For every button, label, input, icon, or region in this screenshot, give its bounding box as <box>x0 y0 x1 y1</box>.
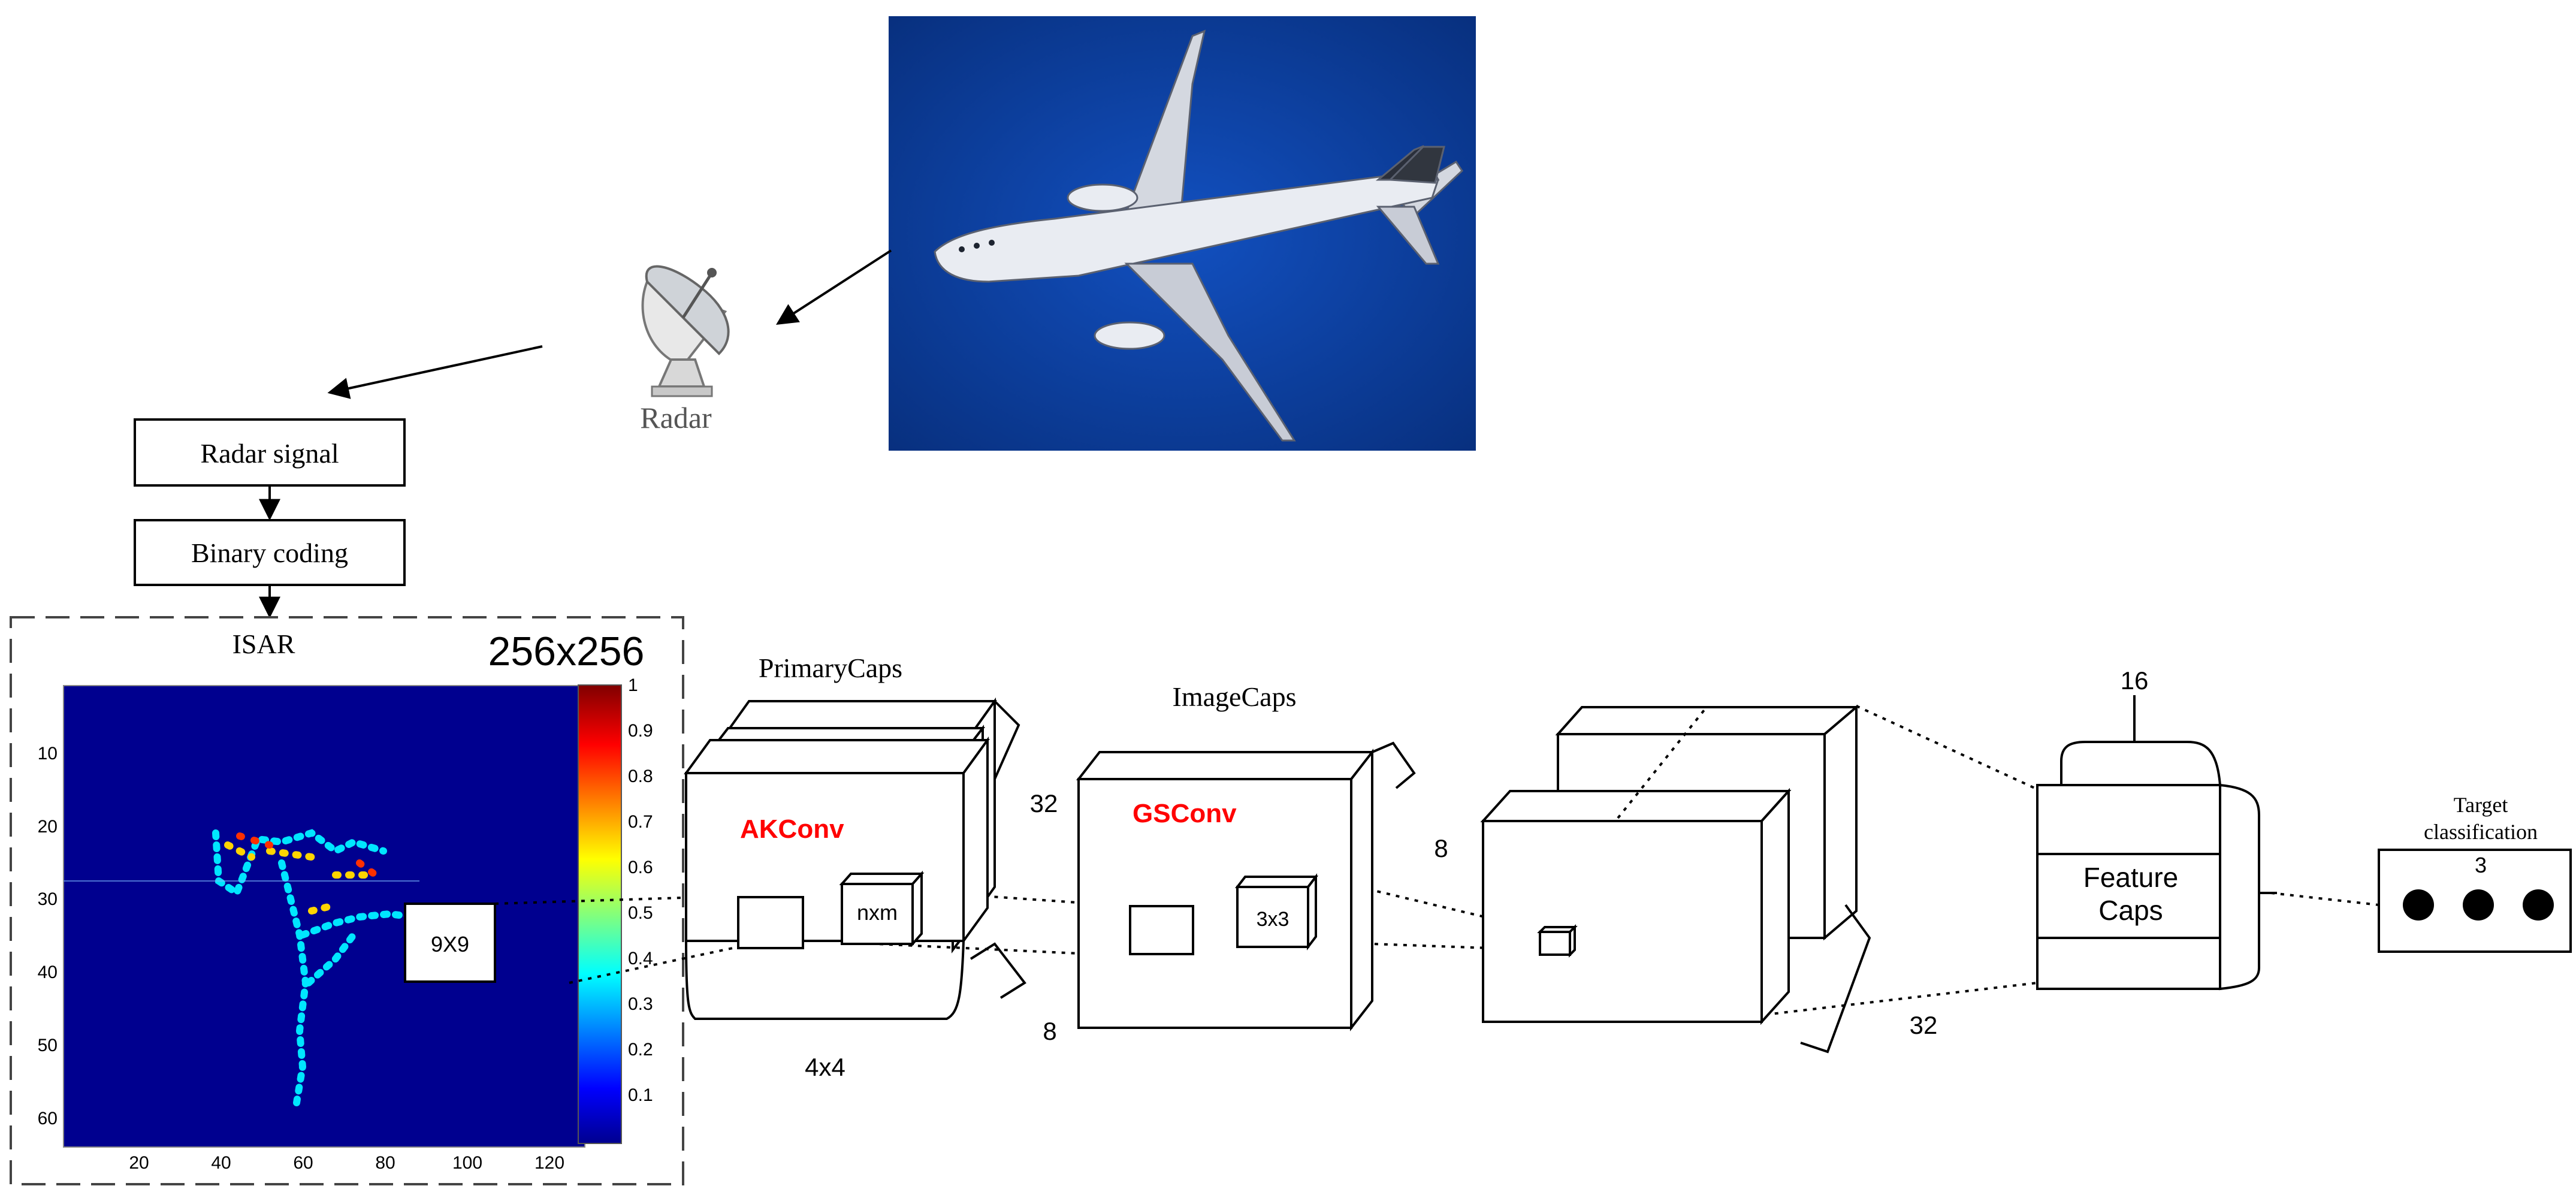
feature-caps-label-1: Feature <box>2083 862 2179 893</box>
x-tick: 120 <box>534 1153 564 1173</box>
colorbar-tick: 0.6 <box>628 858 653 877</box>
isar-heatmap <box>64 686 585 1147</box>
x-tick: 40 <box>211 1153 231 1173</box>
conv-depth-label: 32 <box>1910 1011 1938 1039</box>
primary-caps-dim-label: 8 <box>1043 1017 1056 1045</box>
kernel-label: 3x3 <box>1257 908 1289 931</box>
feature-caps-label-2: Caps <box>2098 895 2163 926</box>
airplane-photo <box>889 16 1476 451</box>
image-window <box>1130 906 1193 954</box>
y-tick: 10 <box>38 744 58 764</box>
primary-caps-block <box>686 701 1025 1019</box>
target-label-1: Target <box>2454 793 2508 817</box>
colorbar-tick: 0.7 <box>628 812 653 832</box>
primary-window <box>738 897 803 948</box>
radar-label: Radar <box>640 401 712 434</box>
primary-depth-label: 32 <box>1030 789 1058 817</box>
radar-signal-label: Radar signal <box>200 438 339 469</box>
target-count-label: 3 <box>2475 853 2487 877</box>
y-tick: 50 <box>38 1036 58 1055</box>
x-tick: 100 <box>452 1153 482 1173</box>
image-caps-title: ImageCaps <box>1173 681 1297 712</box>
colorbar-tick: 0.4 <box>628 949 653 968</box>
colorbar-tick: 0.3 <box>628 994 653 1014</box>
radar-dish-icon <box>643 267 729 396</box>
colorbar-tick: 0.2 <box>628 1040 653 1060</box>
conv-feature-block <box>1483 707 1856 1022</box>
colorbar-tick: 0.1 <box>628 1085 653 1105</box>
isar-colorbar <box>578 685 621 1143</box>
y-tick: 20 <box>38 817 58 837</box>
x-tick: 80 <box>375 1153 395 1173</box>
window-label: 9X9 <box>431 932 469 956</box>
x-tick: 60 <box>293 1153 313 1173</box>
output-dot <box>2463 889 2494 921</box>
binary-coding-label: Binary coding <box>191 538 348 568</box>
colorbar-tick: 0.8 <box>628 766 653 786</box>
target-label-2: classification <box>2424 820 2538 844</box>
colorbar-tick: 0.9 <box>628 721 653 741</box>
nxm-label: nxm <box>857 900 898 925</box>
isar-x-axis: 20 40 60 80 100 120 <box>129 1153 564 1173</box>
y-tick: 60 <box>38 1109 58 1128</box>
feature-dim-label: 16 <box>2121 666 2149 695</box>
output-dot <box>2523 889 2554 921</box>
colorbar-tick: 1 <box>628 675 638 695</box>
akconv-label: AKConv <box>740 814 844 844</box>
y-tick: 30 <box>38 889 58 909</box>
x-tick: 20 <box>129 1153 149 1173</box>
isar-size-label: 256x256 <box>488 629 645 674</box>
photo-to-radar-arrow <box>778 251 891 324</box>
isar-y-axis: 10 20 30 40 50 60 <box>38 744 58 1128</box>
primary-caps-title: PrimaryCaps <box>759 653 902 683</box>
primary-grid-label: 4x4 <box>805 1053 845 1081</box>
colorbar-tick: 0.5 <box>628 903 653 923</box>
colorbar-ticks: 1 0.9 0.8 0.7 0.6 0.5 0.4 0.3 0.2 0.1 <box>628 675 653 1105</box>
y-tick: 40 <box>38 962 58 982</box>
gsconv-label: GSConv <box>1133 799 1237 828</box>
radar-to-signal-arrow <box>330 346 542 393</box>
isar-title: ISAR <box>232 629 295 659</box>
output-dot <box>2403 889 2434 921</box>
image-caps-dim-label: 8 <box>1434 834 1448 862</box>
